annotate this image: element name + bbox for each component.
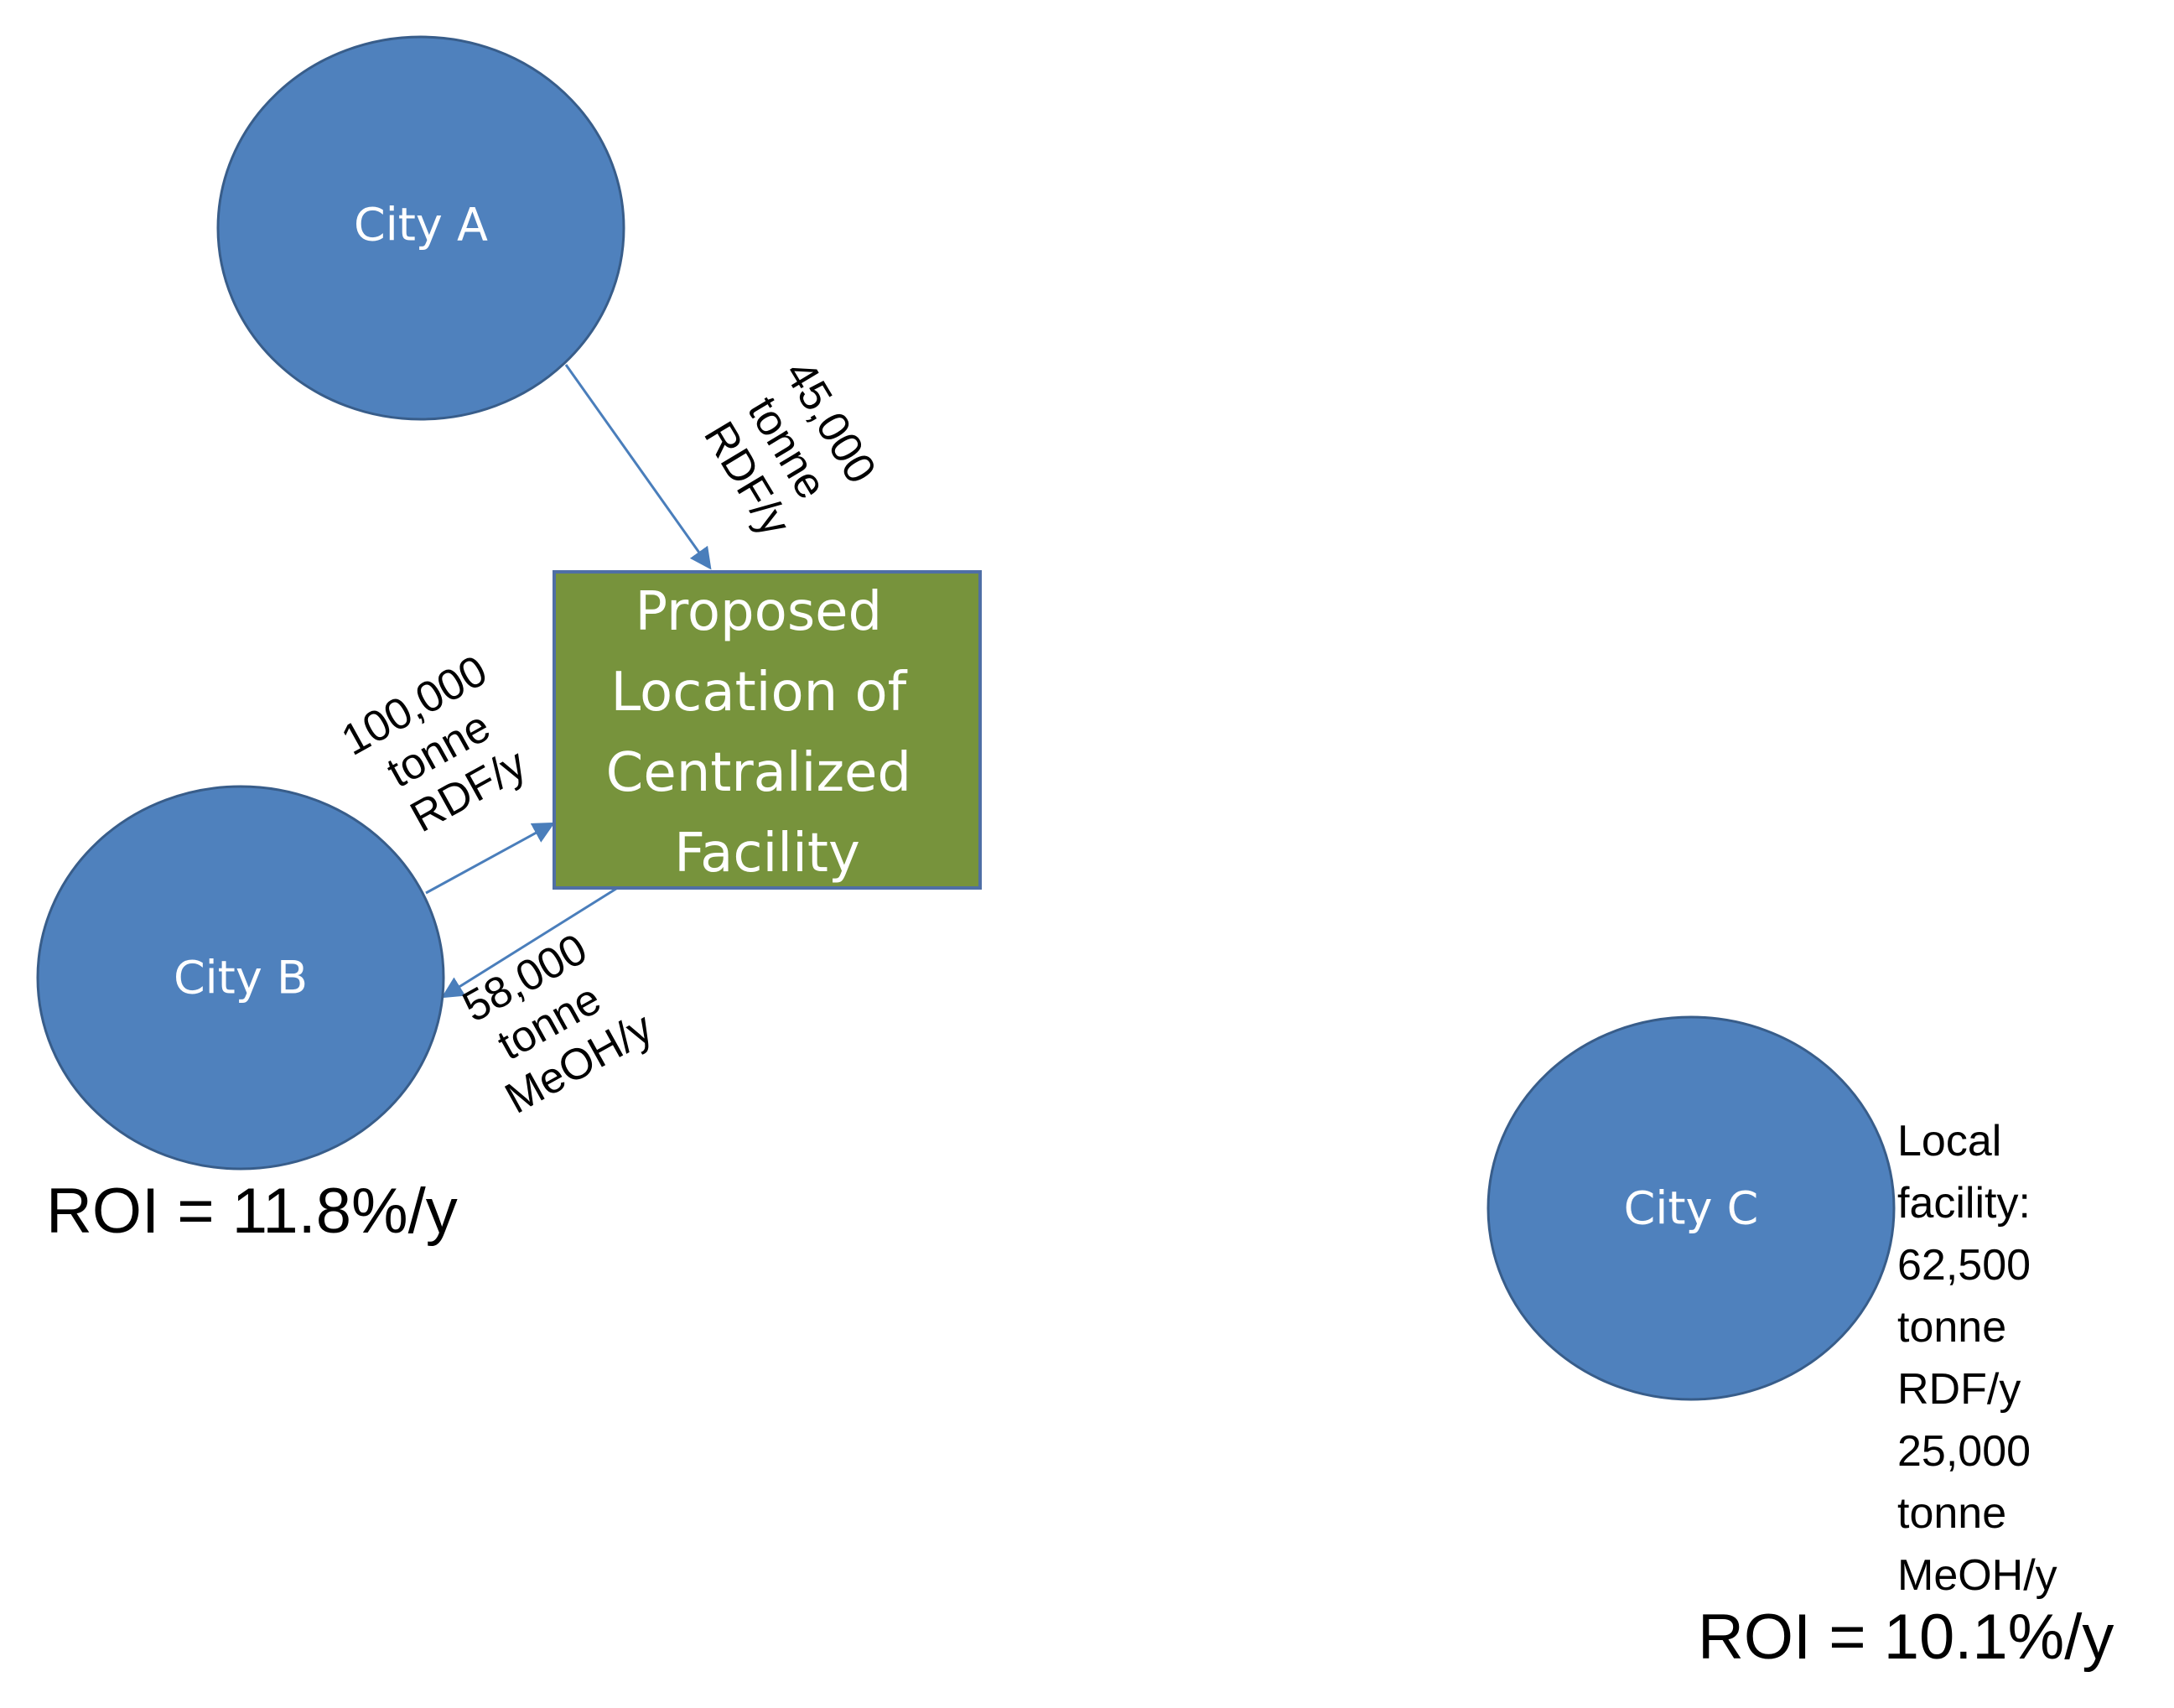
local-facility-line: tonne (1897, 1489, 2006, 1538)
local-facility-line: 25,000 (1897, 1427, 2031, 1476)
city-c-circle (1487, 1015, 1896, 1401)
svg-text:58,000 tonne MeOH/: 58,000 tonne MeOH/y (449, 916, 661, 1124)
city-b-circle (36, 785, 445, 1171)
arrow-city-b-to-facility (425, 822, 555, 895)
local-facility-line: RDF/y (1897, 1365, 2021, 1414)
svg-text:100,000 tonne RDF/: 100,000 tonne RDF/y (334, 641, 554, 854)
flow-label-facility-to-b: 58,000 tonne MeOH/y (449, 916, 662, 1124)
local-facility-note: Local facility: 62,500 tonne RDF/y 25,00… (1897, 1117, 2057, 1600)
roi-local-label: ROI = 10.1%/y (1698, 1602, 2114, 1673)
local-facility-line: Local (1897, 1117, 2001, 1165)
arrow-facility-to-city-b (441, 885, 620, 999)
roi-central-label: ROI = 11.8%/y (46, 1176, 458, 1247)
city-a-circle (216, 35, 625, 421)
local-facility-line: tonne (1897, 1303, 2006, 1352)
city-c-label: City C (1624, 1182, 1759, 1235)
arrow-city-a-to-facility (564, 364, 712, 570)
local-facility-line: MeOH/y (1897, 1551, 2057, 1600)
local-facility-line: facility: (1897, 1179, 2031, 1228)
city-a-node: City A (216, 35, 625, 421)
city-c-node: City C (1487, 1015, 1896, 1401)
local-facility-line: 62,500 (1897, 1241, 2031, 1290)
facility-label: Proposed Location of Centralized Facilit… (606, 581, 929, 885)
svg-text:45,000 tonne RDF/y: 45,000 tonne RDF/y (688, 352, 891, 553)
facility-label-line: Location of (610, 662, 907, 724)
central-facility-node: Proposed Location of Centralized Facilit… (553, 570, 982, 890)
facility-label-line: Proposed (636, 581, 883, 643)
city-b-label: City B (174, 952, 308, 1005)
flow-label-a-to-facility: 45,000 tonne RDF/y (688, 352, 891, 553)
city-a-label: City A (354, 199, 488, 252)
city-b-node: City B (36, 785, 445, 1171)
facility-label-line: Facility (674, 823, 860, 885)
facility-label-line: Centralized (606, 742, 911, 804)
flow-label-b-to-facility: 100,000 tonne RDF/y (334, 641, 554, 854)
central-facility-box (553, 570, 982, 890)
